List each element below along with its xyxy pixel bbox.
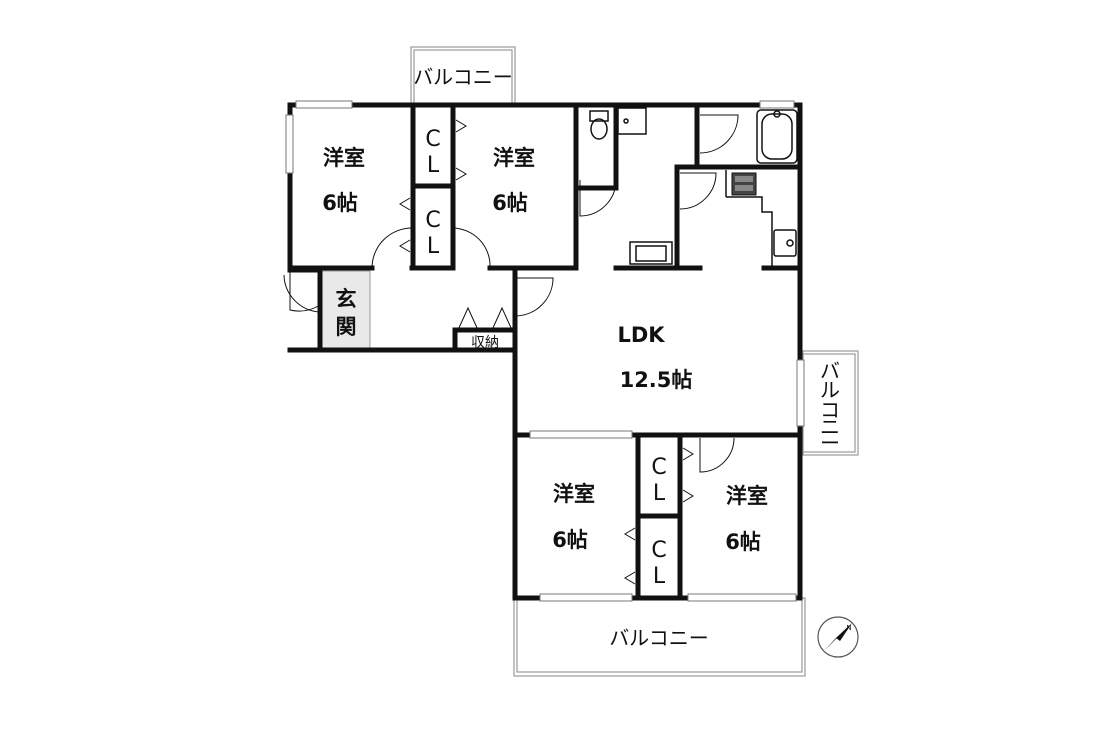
windows <box>285 100 805 602</box>
room-western-2-name: 洋室 <box>493 146 535 170</box>
laundry-pan-icon <box>629 241 673 265</box>
toilet-icon <box>589 110 609 140</box>
room-ldk-name: LDK <box>617 323 665 347</box>
interior-walls <box>287 102 803 601</box>
closet-2-c: C <box>425 208 440 233</box>
entrance-label-1: 玄 <box>336 287 357 311</box>
doors <box>283 114 739 585</box>
storage-label: 収納 <box>471 335 499 351</box>
bathtub-icon <box>756 109 798 164</box>
closet-3-l: L <box>653 481 666 506</box>
room-western-3-name: 洋室 <box>553 482 595 506</box>
stove-icon <box>731 172 757 196</box>
closet-2-l: L <box>427 234 440 259</box>
room-western-4-name: 洋室 <box>726 484 768 508</box>
sink-icon <box>773 229 797 257</box>
closet-4-c: C <box>651 538 666 563</box>
balcony-right-char-1: バ <box>820 359 840 383</box>
balcony-right-char-5: ー <box>820 431 840 455</box>
balcony-right-char-4: ニ <box>820 415 840 439</box>
entrance-floor <box>321 270 371 351</box>
balcony-top: バルコニー <box>410 46 516 106</box>
entrance-label-2: 関 <box>336 315 357 339</box>
balcony-right: バ ル コ ニ ー <box>802 350 859 456</box>
compass-north-label: N <box>846 624 851 632</box>
balcony-top-label: バルコニー <box>413 65 513 89</box>
closet-1-l: L <box>427 153 440 178</box>
washbasin-icon <box>617 107 647 135</box>
closet-1-c: C <box>425 127 440 152</box>
room-western-1-name: 洋室 <box>323 146 365 170</box>
closet-4-l: L <box>653 564 666 589</box>
room-ldk-size: 12.5帖 <box>620 368 693 392</box>
room-western-3-size: 6帖 <box>552 528 588 552</box>
balcony-bottom-label: バルコニー <box>609 626 709 650</box>
balcony-bottom: バルコニー <box>513 597 806 677</box>
compass-icon: N <box>817 616 859 658</box>
closet-3-c: C <box>651 455 666 480</box>
balcony-right-char-3: コ <box>820 398 840 422</box>
room-western-4-size: 6帖 <box>725 530 761 554</box>
outer-walls <box>287 102 803 601</box>
room-western-1-size: 6帖 <box>322 191 358 215</box>
balcony-right-char-2: ル <box>820 378 840 402</box>
room-western-2-size: 6帖 <box>492 191 528 215</box>
kitchen-counter <box>725 170 773 268</box>
